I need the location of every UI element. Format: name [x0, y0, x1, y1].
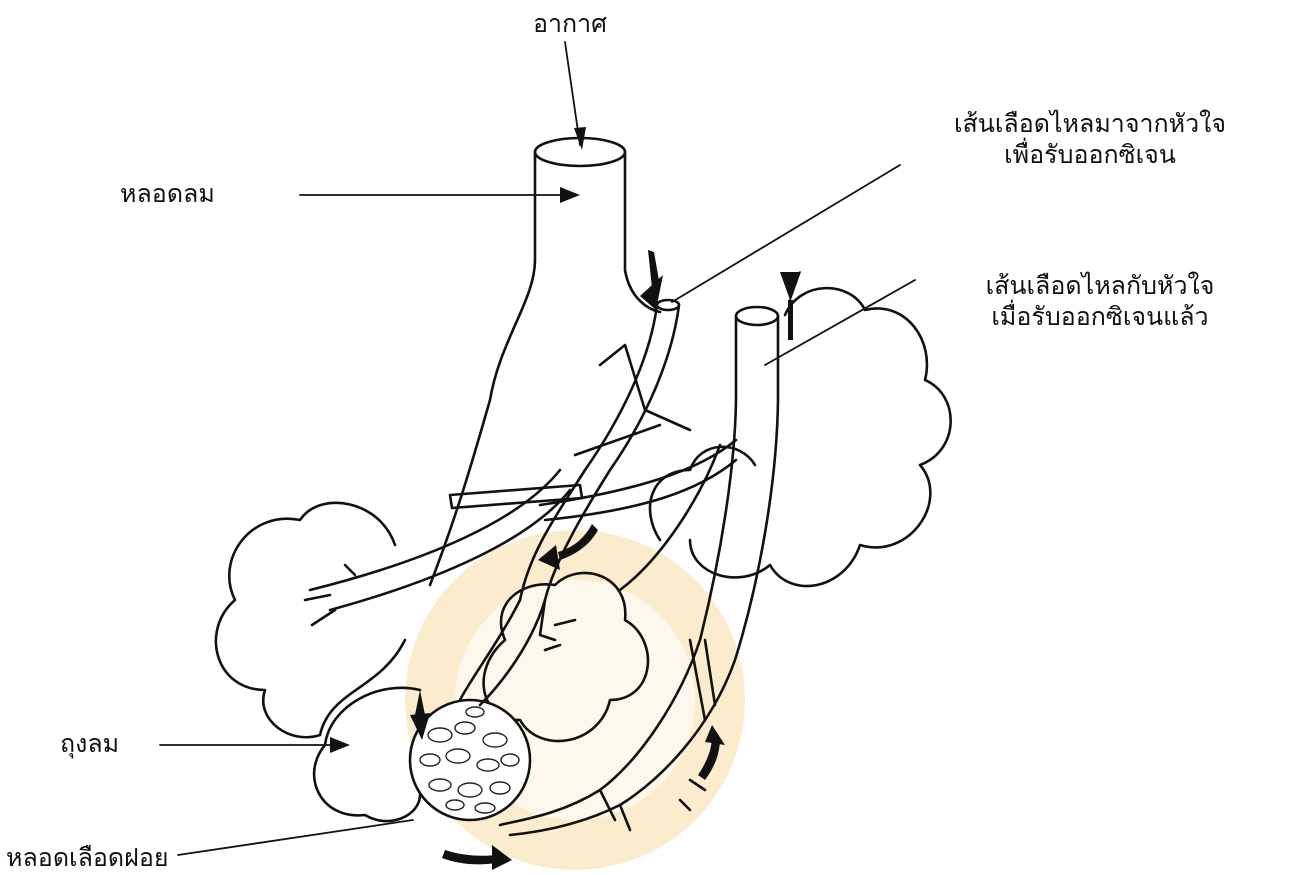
label-trachea: หลอดลม	[120, 178, 215, 209]
label-vessel-to-heart: เส้นเลือดไหลกับหัวใจ เมื่อรับออกซิเจนแล้…	[925, 270, 1275, 333]
label-vessel-from-heart-line1: เส้นเลือดไหลมาจากหัวใจ	[905, 108, 1275, 139]
label-vessel-to-heart-line1: เส้นเลือดไหลกับหัวใจ	[925, 270, 1275, 301]
label-vessel-to-heart-line2: เมื่อรับออกซิเจนแล้ว	[925, 301, 1275, 332]
alveolar-cluster-lower-left	[314, 688, 420, 821]
label-vessel-from-heart: เส้นเลือดไหลมาจากหัวใจ เพื่อรับออกซิเจน	[905, 108, 1275, 171]
label-vessel-from-heart-line2: เพื่อรับออกซิเจน	[905, 139, 1275, 170]
label-air: อากาศ	[505, 8, 635, 39]
alveolar-cluster-left	[216, 503, 405, 737]
label-alveolus: ถุงลม	[60, 728, 119, 759]
label-capillary: หลอดเลือดฝอย	[6, 842, 168, 873]
